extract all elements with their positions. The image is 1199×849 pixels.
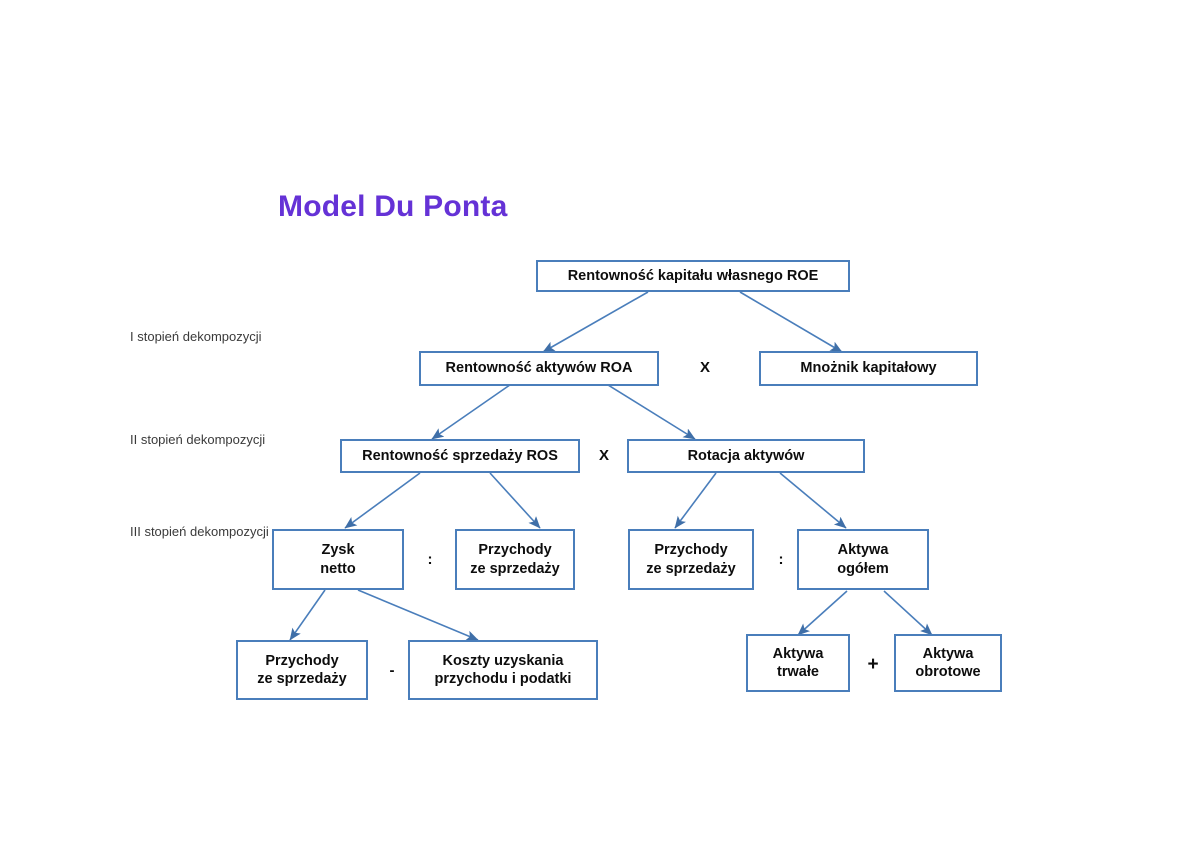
edge-ros-przychody bbox=[489, 472, 541, 529]
node-aktywa-ogolem-line1: Aktywa bbox=[837, 542, 889, 559]
node-ros-label: Rentowność sprzedaży ROS bbox=[362, 447, 558, 464]
stage-label-1-line2: dekompozycji bbox=[182, 329, 262, 344]
operator-aktywa-plus: + bbox=[867, 654, 879, 675]
edge-ros-zysk bbox=[344, 472, 421, 529]
edge-roe-mnoznik bbox=[739, 291, 843, 353]
node-ros[interactable]: Rentowność sprzedaży ROS bbox=[340, 439, 580, 473]
stage-label-2-line1: II stopień bbox=[130, 432, 183, 447]
node-roa[interactable]: Rentowność aktywów ROA bbox=[419, 351, 659, 386]
node-przychody-right-line1: Przychody bbox=[654, 542, 728, 559]
node-przychody-left-line2: ze sprzedaży bbox=[470, 560, 560, 577]
edge-aktywa-obrotowe bbox=[883, 590, 933, 636]
node-aktywa-obrotowe-line2: obrotowe bbox=[915, 664, 981, 680]
node-koszty-line2: przychodu i podatki bbox=[434, 671, 572, 687]
node-zysk-netto-line2: netto bbox=[320, 560, 356, 577]
node-aktywa-ogolem-line2: ogółem bbox=[837, 560, 889, 577]
node-roa-label: Rentowność aktywów ROA bbox=[445, 360, 633, 377]
node-przychody-ze-sprzedazy-left[interactable]: Przychody ze sprzedaży bbox=[455, 529, 575, 590]
stage-label-3: III stopień dekompozycji bbox=[130, 523, 269, 542]
node-zysk-netto-line1: Zysk bbox=[321, 542, 355, 559]
edge-zysk-przychody bbox=[289, 589, 326, 641]
node-aktywa-obrotowe[interactable]: Aktywa obrotowe bbox=[894, 634, 1002, 692]
node-aktywa-ogolem[interactable]: Aktywa ogółem bbox=[797, 529, 929, 590]
operator-zysk-minus: - bbox=[389, 662, 395, 679]
node-aktywa-obrotowe-line1: Aktywa bbox=[922, 645, 974, 662]
node-przychody-bottom-line2: ze sprzedaży bbox=[257, 671, 347, 687]
node-aktywa-trwale[interactable]: Aktywa trwałe bbox=[746, 634, 850, 692]
node-roe-label: Rentowność kapitału własnego ROE bbox=[567, 267, 819, 284]
node-mnoznik-kapitalowy[interactable]: Mnożnik kapitałowy bbox=[759, 351, 978, 386]
node-aktywa-trwale-line2: trwałe bbox=[777, 664, 819, 680]
node-przychody-ze-sprzedazy-bottom[interactable]: Przychody ze sprzedaży bbox=[236, 640, 368, 700]
node-przychody-left-line1: Przychody bbox=[478, 542, 552, 559]
node-przychody-ze-sprzedazy-right[interactable]: Przychody ze sprzedaży bbox=[628, 529, 754, 590]
operator-level1-multiply: X bbox=[699, 359, 710, 376]
edge-roe-roa bbox=[542, 291, 649, 353]
node-rotacja-label: Rotacja aktywów bbox=[687, 447, 805, 464]
edge-rotacja-aktywa bbox=[779, 472, 847, 529]
edge-aktywa-trwale bbox=[797, 590, 848, 636]
stage-label-3-line2: dekompozycji bbox=[190, 524, 269, 539]
stage-label-2: II stopień dekompozycji bbox=[130, 431, 265, 450]
stage-label-1-line1: I stopień bbox=[130, 329, 180, 344]
edge-roa-rotacja bbox=[599, 379, 696, 440]
node-zysk-netto[interactable]: Zysk netto bbox=[272, 529, 404, 590]
stage-label-2-line2: dekompozycji bbox=[186, 432, 266, 447]
edge-rotacja-przychody bbox=[674, 472, 717, 529]
node-przychody-right-line2: ze sprzedaży bbox=[646, 560, 736, 577]
node-roe[interactable]: Rentowność kapitału własnego ROE bbox=[536, 260, 850, 292]
edge-zysk-koszty bbox=[357, 589, 479, 641]
node-koszty-uzyskania[interactable]: Koszty uzyskania przychodu i podatki bbox=[408, 640, 598, 700]
stage-label-1: I stopień dekompozycji bbox=[130, 328, 262, 347]
stage-label-3-line1: III stopień bbox=[130, 524, 187, 539]
edge-roa-ros bbox=[431, 379, 518, 440]
node-aktywa-trwale-line1: Aktywa bbox=[772, 645, 824, 662]
page-title: Model Du Ponta bbox=[278, 190, 508, 223]
operator-level2-multiply: X bbox=[598, 447, 609, 464]
operator-ros-divide: : bbox=[427, 551, 433, 568]
operator-rotacja-divide: : bbox=[778, 551, 784, 568]
node-przychody-bottom-line1: Przychody bbox=[265, 652, 339, 669]
node-mnoznik-label: Mnożnik kapitałowy bbox=[800, 360, 937, 377]
node-rotacja-aktywow[interactable]: Rotacja aktywów bbox=[627, 439, 865, 473]
node-koszty-line1: Koszty uzyskania bbox=[442, 652, 564, 669]
